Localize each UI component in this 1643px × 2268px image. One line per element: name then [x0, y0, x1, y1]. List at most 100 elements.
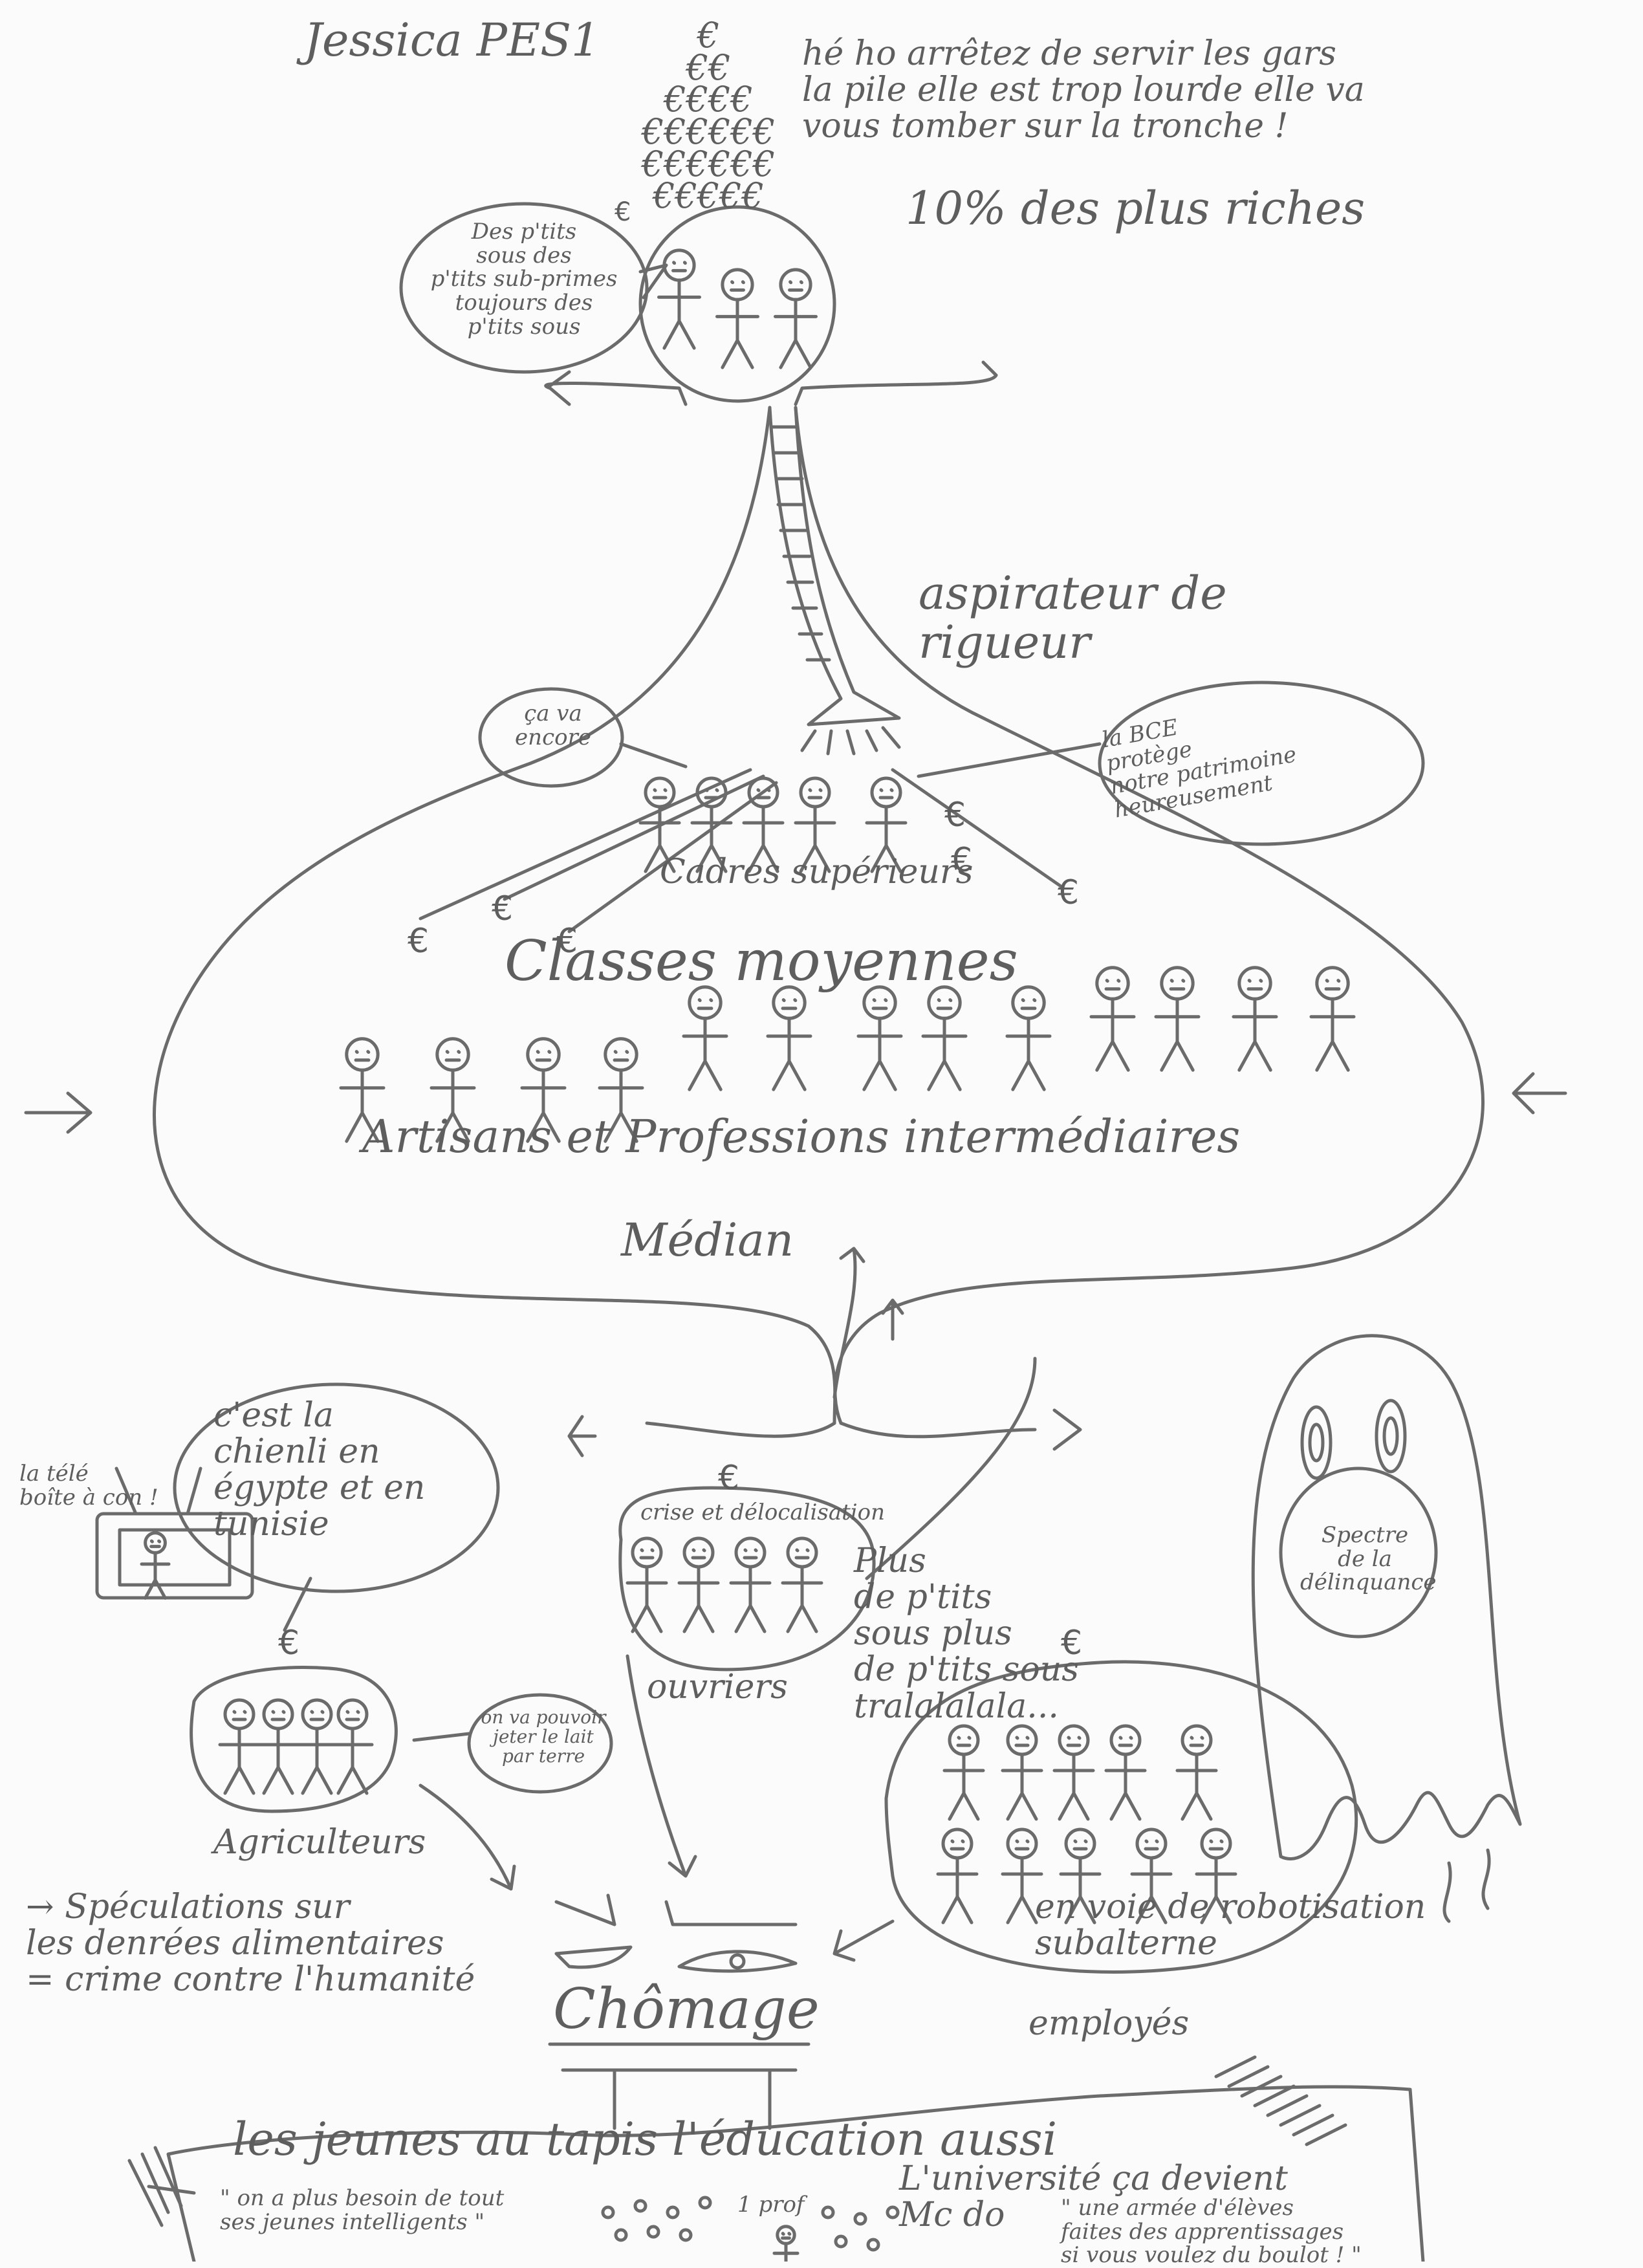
- euro-sign-cadres: €: [944, 796, 966, 834]
- employe-figure: [1001, 1724, 1043, 1821]
- employe-figure: [1175, 1724, 1218, 1821]
- euro-sign-pile-drop: €: [615, 197, 631, 227]
- tv-bubble-tail: [283, 1576, 312, 1632]
- chomage-eye-right: [677, 1950, 798, 1973]
- arrow-legs-right: [1052, 1408, 1082, 1451]
- agriculteur-figure: [257, 1698, 299, 1795]
- top-group-label: 10% des plus riches: [906, 182, 1366, 235]
- employe-figure: [942, 1724, 985, 1821]
- arrow-right-side: [1512, 1072, 1567, 1115]
- bubble-ca-va-tail: [619, 742, 688, 769]
- ghost-shape: [1251, 1334, 1522, 1860]
- employe-figure: [1001, 1827, 1043, 1925]
- top-bubble-shape: [399, 202, 649, 374]
- bubble-bce-tail: [917, 742, 1102, 778]
- artisan-figure: [1232, 966, 1278, 1072]
- ouvrier-figure: [781, 1536, 823, 1633]
- cadre-figure: [638, 776, 681, 873]
- tv-antenna: [114, 1467, 202, 1516]
- ghost-eye-left: [1300, 1405, 1333, 1480]
- arrow-ouvriers-chomage: [626, 1654, 697, 1878]
- tv-figure: [140, 1531, 171, 1600]
- artisan-figure: [766, 985, 812, 1091]
- chomage-brow-right: [664, 1900, 798, 1926]
- student-dots: [601, 2196, 900, 2252]
- euro-sign-flying-2: €: [1058, 873, 1080, 912]
- ouvriers-label: ouvriers: [647, 1668, 788, 1706]
- middle-class-outline: [153, 406, 1485, 1425]
- artisan-figure: [1154, 966, 1201, 1072]
- euro-sign-ouvriers: €: [718, 1459, 740, 1498]
- rich-head: [638, 205, 836, 403]
- euro-arrows: [419, 768, 1063, 933]
- ouvriers-note: Plus de p'tits sous plus de p'tits sous …: [854, 1542, 1079, 1726]
- chomage-pupil: [729, 1953, 746, 1970]
- employes-note: en voie de robotisation subalterne: [1035, 1888, 1426, 1963]
- classes-label: Classes moyennes: [505, 929, 1018, 994]
- rich-figure: [774, 268, 818, 369]
- bottom-quote-left: " on a plus besoin de tout ses jeunes in…: [220, 2185, 505, 2235]
- artisan-figure: [520, 1037, 567, 1143]
- tube-rings: [771, 425, 831, 662]
- bubble-ca-va-text: ça va encore: [515, 701, 591, 750]
- ouvrier-figure: [677, 1536, 720, 1633]
- chomage-teeth: [561, 2068, 798, 2130]
- agri-bubble-text: on va pouvoir jeter le lait par terre: [481, 1706, 606, 1767]
- employe-figure: [1195, 1827, 1237, 1925]
- agri-note: → Spéculations sur les denrées alimentai…: [26, 1888, 475, 2000]
- euro-sign-flying-3: €: [408, 922, 430, 961]
- arrow-legs-left: [567, 1415, 597, 1457]
- arrow-left-side: [24, 1091, 92, 1134]
- ouvrier-figure: [626, 1536, 668, 1633]
- rich-figure: [657, 248, 701, 350]
- top-bubble-tail: [638, 263, 668, 300]
- tv-caption: la télé boîte à con !: [19, 1461, 158, 1510]
- agriculteur-figure: [331, 1698, 374, 1795]
- euro-sign-flying-5: €: [556, 922, 578, 961]
- chomage-label: Chômage: [553, 1977, 820, 2042]
- rich-figure: [715, 268, 759, 369]
- author-name: Jessica PES1: [304, 14, 600, 67]
- top-bubble-text: Des p'tits sous des p'tits sub-primes to…: [430, 219, 618, 340]
- tv-bubble-text: c'est la chienli en égypte et en tunisie: [213, 1396, 426, 1544]
- median-label: Médian: [621, 1214, 794, 1267]
- ghost-label: Spectre de la délinquance: [1300, 1522, 1437, 1596]
- cadres-label: Cadres supérieurs: [660, 853, 974, 891]
- vacuum-label: aspirateur de rigueur: [919, 567, 1227, 669]
- employe-figure: [1104, 1724, 1147, 1821]
- employes-label: employés: [1028, 2004, 1190, 2043]
- ghost-mouth: [1279, 1467, 1438, 1639]
- bottom-quote-right: " une armée d'élèves faites des apprenti…: [1061, 2195, 1362, 2268]
- employe-figure: [936, 1827, 979, 1925]
- employe-figure: [1130, 1827, 1173, 1925]
- tv-bubble-shape: [173, 1382, 500, 1593]
- arrow-up-median-2: [881, 1298, 904, 1341]
- rich-arms: [544, 360, 998, 406]
- tv-frame: [95, 1512, 254, 1600]
- ghost-eye-right-inner: [1382, 1416, 1399, 1456]
- cadre-figure: [742, 776, 785, 873]
- arrow-ouvriers-up: [865, 1357, 1037, 1580]
- agriculteur-figure: [296, 1698, 338, 1795]
- ghost-waves: [1442, 1848, 1491, 1923]
- cadre-figure: [865, 776, 908, 873]
- ghost-eye-right: [1375, 1399, 1407, 1474]
- suction-lines: [800, 726, 901, 756]
- artisan-figure: [1089, 966, 1136, 1072]
- agriculteur-figure: [218, 1698, 261, 1795]
- artisan-figure: [921, 985, 968, 1091]
- cadre-figure: [690, 776, 733, 873]
- bubble-bce-shape: [1098, 681, 1425, 846]
- artisan-figure: [339, 1037, 386, 1143]
- artisan-figure: [430, 1037, 476, 1143]
- agri-bubble-tail: [412, 1732, 471, 1742]
- ouvriers-header: crise et délocalisation: [640, 1499, 886, 1525]
- agri-circle: [190, 1665, 398, 1813]
- prof-label: 1 prof: [737, 2192, 805, 2218]
- prof-figure: [772, 2225, 800, 2262]
- chomage-eye-left: [554, 1945, 633, 1969]
- arrow-employes-chomage: [832, 1919, 895, 1962]
- cadre-figure: [794, 776, 836, 873]
